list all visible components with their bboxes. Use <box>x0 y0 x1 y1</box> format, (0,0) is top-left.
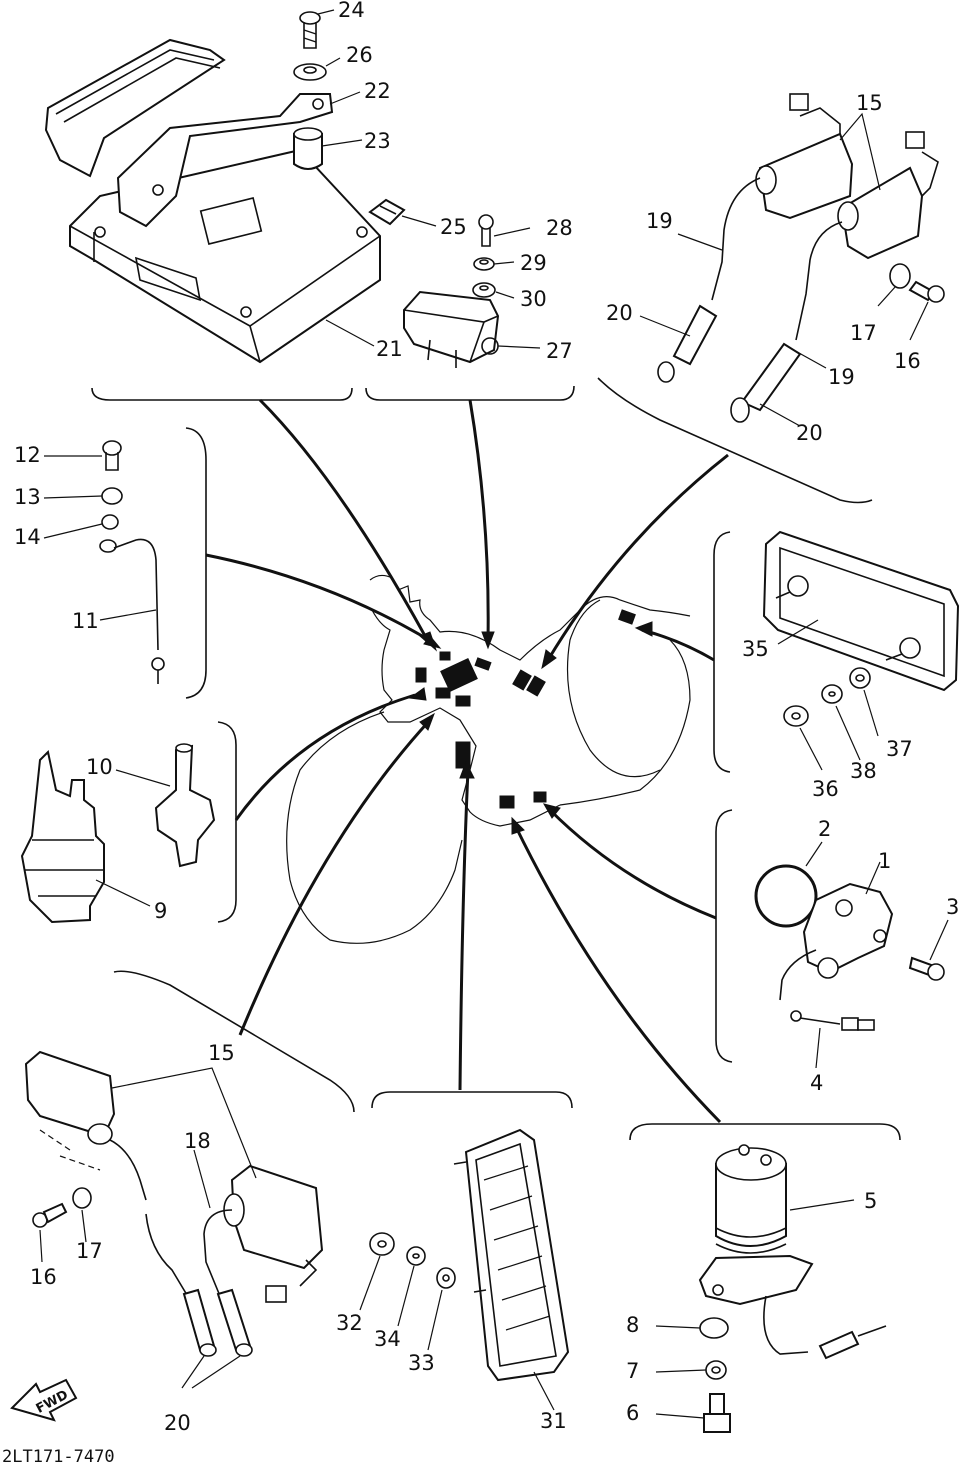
callout-15-upper: 15 <box>856 91 883 115</box>
callout-4: 4 <box>810 1071 823 1095</box>
bolt-12 <box>102 440 122 471</box>
callout-1: 1 <box>878 849 891 873</box>
nut-36 <box>783 705 809 727</box>
callout-20-lower: 20 <box>164 1411 191 1435</box>
callout-8: 8 <box>626 1313 639 1337</box>
callout-31: 31 <box>540 1409 567 1433</box>
callout-18: 18 <box>184 1129 211 1153</box>
ground-lead-11 <box>99 538 165 684</box>
tail-light-35 <box>762 530 960 692</box>
callout-11: 11 <box>72 609 99 633</box>
callout-12: 12 <box>14 443 41 467</box>
callout-7: 7 <box>626 1359 639 1383</box>
fwd-arrow: FWD <box>10 1378 78 1422</box>
callout-36: 36 <box>812 777 839 801</box>
callout-2: 2 <box>818 817 831 841</box>
callout-6: 6 <box>626 1401 639 1425</box>
ignition-coil-upper-left <box>755 93 854 220</box>
screw-3 <box>908 956 945 981</box>
ignition-coil-lower-left <box>24 1050 147 1201</box>
hv-lead-18 <box>145 1209 233 1301</box>
nut-7 <box>705 1360 727 1380</box>
callout-23: 23 <box>364 129 391 153</box>
callout-16-upper: 16 <box>894 349 921 373</box>
reflector-31 <box>453 1128 570 1382</box>
callout-17-lower: 17 <box>76 1239 103 1263</box>
callout-13: 13 <box>14 485 41 509</box>
group-brackets <box>91 377 901 1141</box>
center-connectors <box>415 609 636 809</box>
callout-19-upper-a: 19 <box>646 209 673 233</box>
callout-27: 27 <box>546 339 573 363</box>
callout-21: 21 <box>376 337 403 361</box>
bolt-16-lower <box>32 1202 68 1228</box>
callout-10: 10 <box>86 755 113 779</box>
callout-20-upper-b: 20 <box>796 421 823 445</box>
plug-cap-20-upper <box>657 304 802 423</box>
callout-20-upper-a: 20 <box>606 301 633 325</box>
washer-8 <box>699 1317 729 1339</box>
washer-17-upper <box>889 263 911 289</box>
washer-29 <box>473 257 495 271</box>
ignition-coil-upper-right <box>837 131 939 260</box>
callout-9: 9 <box>154 899 167 923</box>
bracket-22 <box>116 93 334 228</box>
clip-25 <box>368 198 406 226</box>
callout-29: 29 <box>520 251 547 275</box>
washer-14 <box>101 514 119 530</box>
sender-1 <box>779 882 894 1001</box>
lead-4 <box>790 1010 875 1031</box>
nut-32 <box>369 1232 395 1256</box>
washer-26 <box>293 63 327 81</box>
o-ring-2 <box>754 864 818 928</box>
bolt-24 <box>299 11 321 49</box>
callout-3: 3 <box>946 895 959 919</box>
washer-34 <box>406 1246 426 1266</box>
collar-23 <box>293 127 323 170</box>
bolt-6 <box>703 1393 731 1433</box>
callout-15-lower: 15 <box>208 1041 235 1065</box>
fuel-pump-5 <box>698 1144 887 1360</box>
callout-38: 38 <box>850 759 877 783</box>
washer-13 <box>101 487 123 505</box>
neutral-switch-9 <box>20 749 105 924</box>
drawing-code: 2LT171-7470 <box>2 1447 115 1467</box>
callout-32: 32 <box>336 1311 363 1335</box>
callout-37: 37 <box>886 737 913 761</box>
motorcycle-outline <box>286 574 691 944</box>
ignition-coil-lower-right <box>223 1164 324 1303</box>
callout-17-upper: 17 <box>850 321 877 345</box>
plug-cap-20-lower <box>182 1288 253 1357</box>
callout-24: 24 <box>338 0 365 22</box>
callout-35: 35 <box>742 637 769 661</box>
washer-17-lower <box>72 1187 92 1209</box>
callout-34: 34 <box>374 1327 401 1351</box>
washer-38 <box>821 684 843 704</box>
cdi-unit <box>69 148 381 364</box>
callout-28: 28 <box>546 216 573 240</box>
cdi-cover <box>44 38 226 178</box>
callout-5: 5 <box>864 1189 877 1213</box>
callout-14: 14 <box>14 525 41 549</box>
callout-16-lower: 16 <box>30 1265 57 1289</box>
callout-25: 25 <box>440 215 467 239</box>
callout-30: 30 <box>520 287 547 311</box>
callout-19-upper-b: 19 <box>828 365 855 389</box>
callout-labels: 24 26 22 23 25 28 29 30 27 21 15 19 20 1… <box>14 0 959 1435</box>
regulator-27 <box>403 290 500 368</box>
leader-lines <box>205 398 729 1124</box>
hv-lead-19-upper <box>711 177 843 341</box>
callout-22: 22 <box>364 79 391 103</box>
bolt-16-upper <box>908 280 945 303</box>
washer-30 <box>472 282 496 298</box>
callout-33: 33 <box>408 1351 435 1375</box>
callout-26: 26 <box>346 43 373 67</box>
bolt-28 <box>478 214 494 247</box>
oil-switch-10 <box>154 743 216 868</box>
washer-33 <box>436 1267 456 1289</box>
washer-37 <box>849 667 871 689</box>
callout-leaders <box>39 9 949 1419</box>
